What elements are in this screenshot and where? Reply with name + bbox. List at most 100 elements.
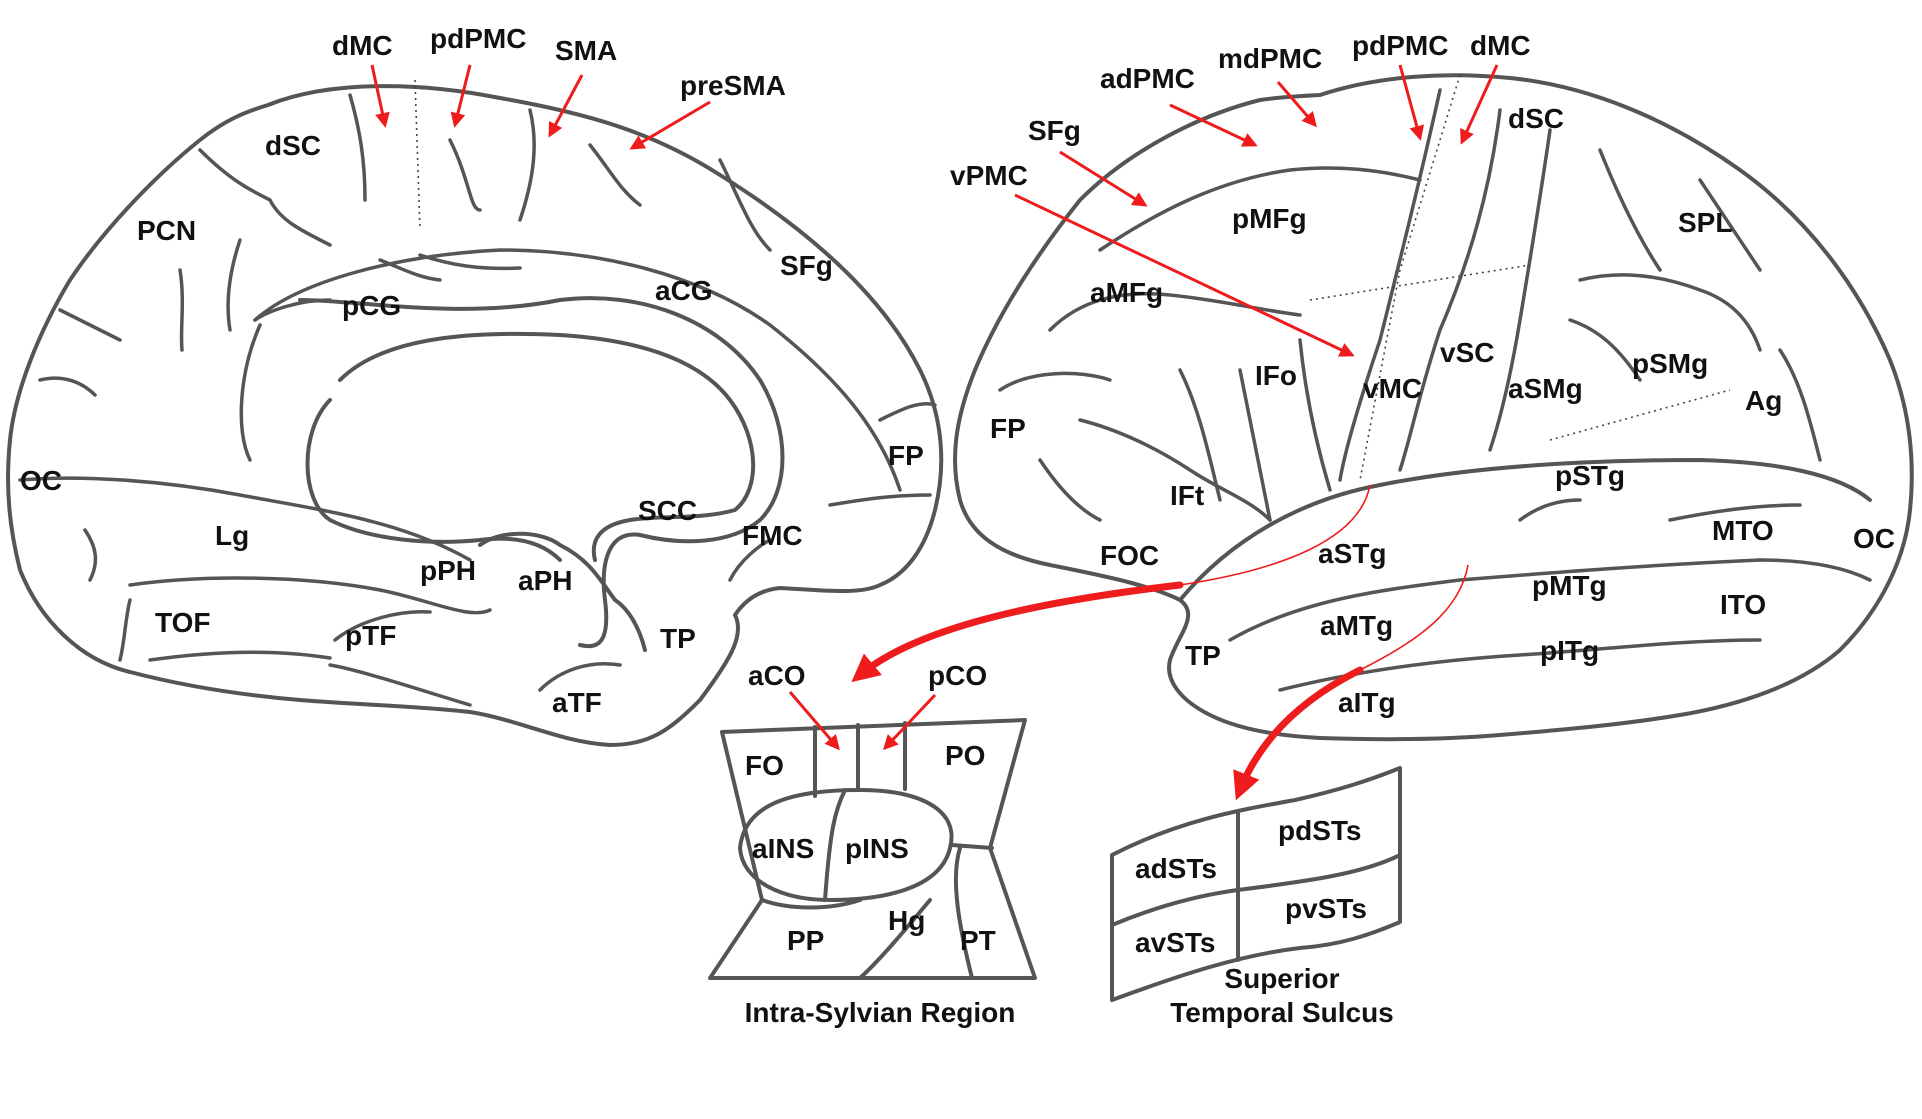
medial-label-pPH: pPH — [420, 555, 476, 586]
lateral-label-FP: FP — [990, 413, 1026, 444]
medial-label-pdPMC: pdPMC — [430, 23, 526, 54]
medial-label-dMC: dMC — [332, 30, 393, 61]
medial-label-SFg: SFg — [780, 250, 833, 281]
lateral-label-pSMg: pSMg — [1632, 348, 1708, 379]
lateral-label-MTO: MTO — [1712, 515, 1774, 546]
medial-labels: dMC pdPMC SMA preSMA dSC PCN pCG aCG SFg… — [20, 23, 924, 718]
lateral-label-dMC: dMC — [1470, 30, 1531, 61]
lateral-label-vPMC: vPMC — [950, 160, 1028, 191]
lateral-label-IFt: IFt — [1170, 480, 1204, 511]
lateral-arrow-mdPMC — [1276, 81, 1317, 128]
lateral-label-ITO: ITO — [1720, 589, 1766, 620]
lateral-label-FOC: FOC — [1100, 540, 1159, 571]
label-aINS: aINS — [752, 833, 814, 864]
medial-cingulate-inner — [338, 331, 756, 562]
arrow-pCO — [882, 693, 937, 751]
sts-callout-line — [1359, 564, 1469, 671]
lateral-label-adPMC: adPMC — [1100, 63, 1195, 94]
label-aCO: aCO — [748, 660, 806, 691]
lateral-brain-outline — [953, 73, 1914, 742]
medial-arrow-preSMA — [629, 100, 711, 150]
medial-label-aTF: aTF — [552, 687, 602, 718]
lateral-labels: adPMC mdPMC pdPMC dMC SFg vPMC dSC pMFg … — [950, 30, 1895, 718]
lateral-label-pdPMC: pdPMC — [1352, 30, 1448, 61]
medial-label-PCN: PCN — [137, 215, 196, 246]
arrow-aCO — [788, 691, 840, 751]
lateral-arrow-SFg — [1059, 150, 1148, 207]
lateral-label-SFg: SFg — [1028, 115, 1081, 146]
medial-label-FMC: FMC — [742, 520, 803, 551]
medial-brain-outline — [6, 84, 944, 747]
label-adSTs: adSTs — [1135, 853, 1217, 884]
lateral-label-aITg: aITg — [1338, 687, 1396, 718]
lateral-arrow-vPMC — [1014, 193, 1355, 357]
medial-label-preSMA: preSMA — [680, 70, 786, 101]
medial-view — [6, 79, 944, 747]
medial-label-SMA: SMA — [555, 35, 617, 66]
medial-label-dSC: dSC — [265, 130, 321, 161]
lateral-label-aMTg: aMTg — [1320, 610, 1393, 641]
medial-label-TP: TP — [660, 623, 696, 654]
medial-parahippocampal — [478, 531, 647, 652]
medial-corpus-callosum — [298, 296, 785, 649]
lateral-label-vMC: vMC — [1363, 373, 1422, 404]
medial-label-pTF: pTF — [345, 620, 396, 651]
medial-arrow-SMA — [548, 74, 584, 138]
lateral-label-IFo: IFo — [1255, 360, 1297, 391]
lateral-label-OC: OC — [1853, 523, 1895, 554]
intra-sylvian-caption: Intra-Sylvian Region — [745, 997, 1016, 1028]
sts-callout-arrow — [1233, 666, 1364, 801]
label-pdSTs: pdSTs — [1278, 815, 1361, 846]
sylvian-callout-line — [1179, 484, 1371, 586]
lateral-label-SPL: SPL — [1678, 207, 1732, 238]
sts-caption-line1: Superior — [1224, 963, 1339, 994]
lateral-label-dSC: dSC — [1508, 103, 1564, 134]
label-pCO: pCO — [928, 660, 987, 691]
lateral-label-pMFg: pMFg — [1232, 203, 1307, 234]
medial-callosum-center — [305, 398, 562, 562]
lateral-arrow-adPMC — [1169, 103, 1258, 147]
intra-sylvian-arrows — [788, 691, 937, 751]
insula-outline — [738, 788, 954, 902]
label-PP: PP — [787, 925, 824, 956]
sylvian-callout-arrow — [851, 581, 1184, 683]
lateral-label-TP: TP — [1185, 640, 1221, 671]
lateral-arrow-pdPMC — [1398, 64, 1425, 141]
lateral-arrows — [1014, 64, 1499, 357]
lateral-label-aSMg: aSMg — [1508, 373, 1583, 404]
label-PT: PT — [960, 925, 996, 956]
medial-label-FP: FP — [888, 440, 924, 471]
label-Hg: Hg — [888, 905, 925, 936]
medial-label-OC: OC — [20, 465, 62, 496]
lateral-label-mdPMC: mdPMC — [1218, 43, 1322, 74]
medial-arrows — [370, 64, 711, 150]
medial-label-TOF: TOF — [155, 607, 210, 638]
label-FO: FO — [745, 750, 784, 781]
lateral-label-pITg: pITg — [1540, 635, 1599, 666]
medial-label-aCG: aCG — [655, 275, 713, 306]
lateral-label-Ag: Ag — [1745, 385, 1782, 416]
medial-label-SCC: SCC — [638, 495, 697, 526]
lateral-label-aSTg: aSTg — [1318, 538, 1386, 569]
lateral-arrow-dMC — [1460, 64, 1499, 145]
medial-arrow-pdPMC — [450, 64, 472, 128]
lateral-label-vSC: vSC — [1440, 337, 1494, 368]
sts-panel — [1110, 766, 1402, 1002]
intra-sylvian-panel — [708, 718, 1037, 980]
intra-sylvian-labels: aCO pCO FO PO aINS pINS PP Hg PT Intra-S… — [745, 660, 1016, 1028]
label-pINS: pINS — [845, 833, 909, 864]
label-PO: PO — [945, 740, 985, 771]
lateral-label-aMFg: aMFg — [1090, 277, 1163, 308]
medial-label-aPH: aPH — [518, 565, 572, 596]
label-avSTs: avSTs — [1135, 927, 1215, 958]
medial-arrow-dMC — [370, 64, 390, 128]
lateral-label-pMTg: pMTg — [1532, 570, 1607, 601]
medial-label-pCG: pCG — [342, 290, 401, 321]
label-pvSTs: pvSTs — [1285, 893, 1367, 924]
lateral-label-pSTg: pSTg — [1555, 460, 1625, 491]
lateral-view — [953, 73, 1914, 742]
sts-caption-line2: Temporal Sulcus — [1170, 997, 1394, 1028]
callout-arrows — [851, 484, 1469, 801]
medial-label-Lg: Lg — [215, 520, 249, 551]
